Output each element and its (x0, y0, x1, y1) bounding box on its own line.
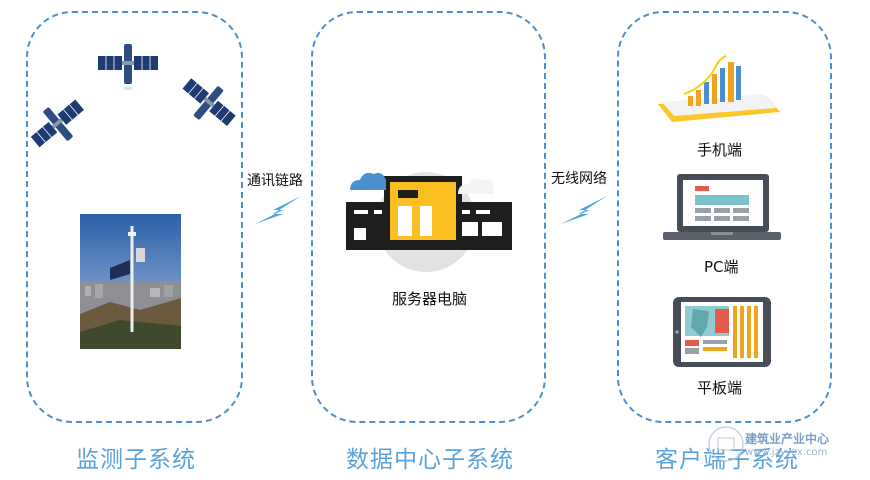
watermark-logo-icon (708, 426, 744, 462)
data-center-panel (311, 11, 546, 423)
data-center-label: 数据中心子系统 (346, 447, 514, 473)
mobile-chart-icon (658, 55, 780, 122)
wireless-link-label: 无线网络 (551, 171, 607, 187)
client-subsystem-panel (617, 11, 832, 423)
comm-link-label: 通讯链路 (247, 173, 303, 189)
server-caption: 服务器电脑 (392, 290, 468, 308)
satellite-icon (30, 99, 84, 148)
tablet-icon (673, 297, 771, 367)
client-subsystem-label: 客户端子系统 (655, 447, 799, 473)
pc-caption: PC端 (704, 258, 739, 276)
watermark-name: 建筑业产业中心 (745, 432, 830, 446)
mobile-caption: 手机端 (697, 141, 743, 159)
tablet-caption: 平板端 (697, 379, 743, 397)
monitor-subsystem-panel (26, 11, 243, 423)
laptop-icon (663, 174, 781, 240)
satellite-icon (98, 44, 158, 90)
lightning-icon (255, 196, 301, 224)
watermark-url: www.jzyyzx.com (745, 447, 828, 458)
server-icon (346, 172, 512, 272)
monitoring-station-photo (80, 214, 181, 349)
satellite-icon (182, 78, 236, 127)
monitor-subsystem-label: 监测子系统 (76, 447, 196, 473)
lightning-icon (561, 196, 607, 224)
